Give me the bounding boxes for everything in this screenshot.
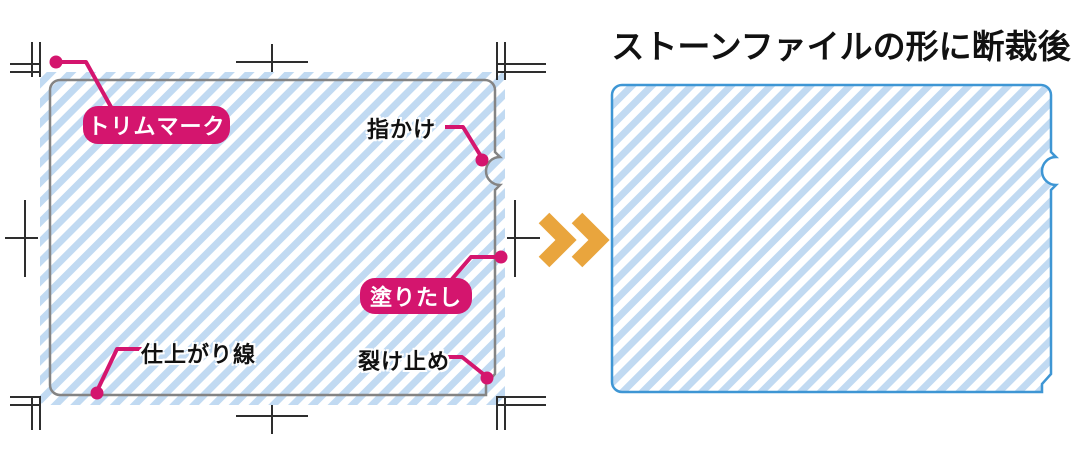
corner-trim-mark-bottom-right: [496, 396, 546, 430]
corner-trim-mark-top-right: [496, 42, 546, 80]
leader-trim-mark: [49, 55, 113, 108]
center-trim-mark-bottom: [236, 405, 308, 434]
finish-outline: [48, 78, 504, 397]
leader-dot: [494, 250, 508, 264]
bleed-badge: 塗りたし: [360, 278, 472, 314]
leader-dot: [480, 371, 494, 385]
corner-trim-mark-top-left: [10, 42, 41, 77]
bleed-area: [40, 72, 505, 405]
page-title: ストーンファイルの形に断裁後: [611, 28, 1071, 65]
finger-notch-label: 指かけ: [367, 117, 437, 142]
leader-tear-stop: [443, 355, 494, 385]
artwork-with-marks: [5, 42, 546, 434]
tear-stop-label: 裂け止め: [358, 349, 451, 374]
cut-file-shape: [610, 83, 1060, 394]
center-trim-mark-top: [236, 44, 308, 72]
leader-bleed: [450, 250, 508, 281]
leader-dot: [49, 55, 63, 69]
center-trim-mark-left: [5, 200, 38, 277]
forward-chevrons-icon: [538, 212, 610, 268]
leader-finish-line: [90, 347, 142, 400]
leader-finger-notch: [445, 125, 489, 167]
center-trim-mark-right: [507, 200, 540, 277]
finish-line-label: 仕上がり線: [141, 342, 257, 367]
corner-trim-mark-bottom-left: [10, 396, 41, 430]
leader-dot: [475, 153, 489, 167]
leader-dot: [90, 386, 104, 400]
trim-mark-badge: トリムマーク: [83, 106, 230, 144]
